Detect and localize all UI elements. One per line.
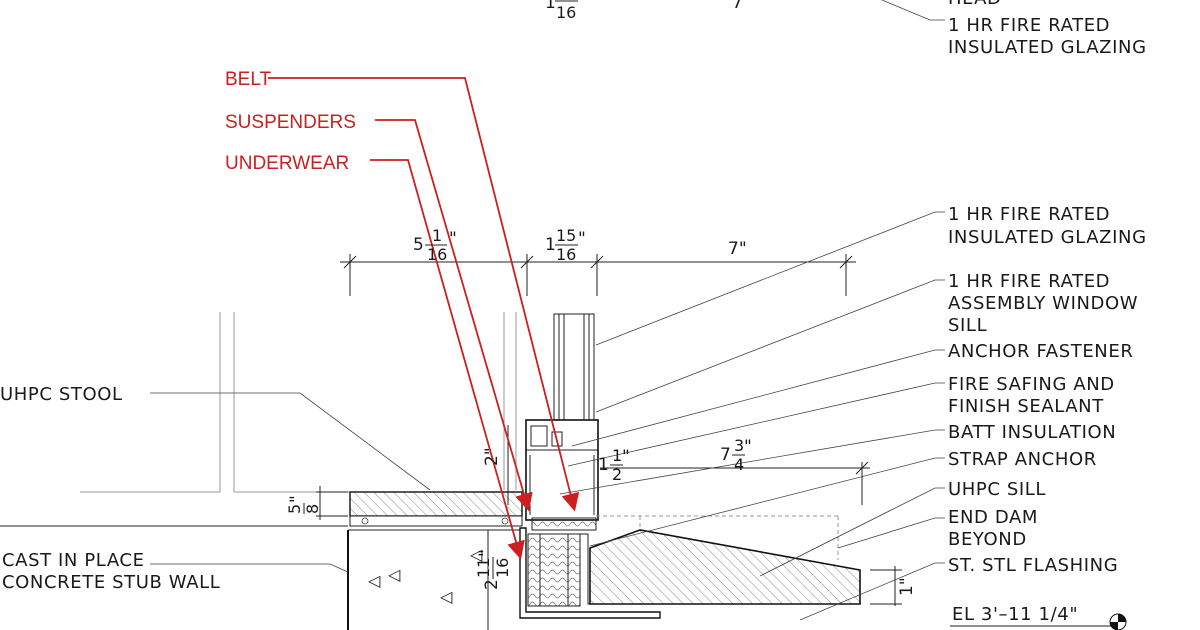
note-3-line1: 1 HR FIRE RATED	[948, 271, 1110, 292]
note-6-line1: BATT INSULATION	[948, 422, 1116, 443]
note-8-line1: UHPC SILL	[948, 479, 1046, 500]
dim-1-unit: "	[449, 229, 457, 249]
dim-1-den: 16	[427, 245, 447, 264]
note-wall-line2: CONCRETE STUB WALL	[2, 572, 220, 593]
dimension-text: 1 16 7 5 1 16 " 1 15 16 " 7" 1 1 2 " 7 3…	[285, 0, 917, 596]
note-10-line1: ST. STL FLASHING	[948, 555, 1118, 576]
note-1-line2: INSULATED GLAZING	[948, 37, 1147, 58]
note-4-line1: ANCHOR FASTENER	[948, 341, 1133, 362]
note-2-line2: INSULATED GLAZING	[948, 227, 1147, 248]
dim-7-den: 16	[493, 558, 512, 578]
dim-1-whole: 5	[413, 235, 424, 255]
label-underwear: UNDERWEAR	[225, 153, 349, 174]
label-belt: BELT	[225, 69, 272, 90]
dim-2-num: 15	[556, 226, 576, 245]
fire-safing-strip	[531, 517, 597, 531]
label-suspenders: SUSPENDERS	[225, 112, 356, 133]
window-sill-frame	[525, 419, 599, 521]
dim-4-num: 1	[612, 446, 622, 465]
svg-text:◁: ◁	[367, 571, 381, 590]
svg-text:◁: ◁	[469, 545, 483, 564]
concrete-stub-wall: ◁ ◁ ◁ ◁	[347, 529, 520, 630]
dim-8-unit: "	[287, 495, 307, 503]
background-structure	[0, 312, 517, 527]
dim-4-den: 2	[612, 465, 622, 484]
dim-5-whole: 7	[720, 445, 731, 465]
dim-5-unit: "	[744, 437, 752, 457]
dim-2-den: 16	[556, 245, 576, 264]
dim-5-num: 3	[734, 436, 744, 455]
note-head-partial: HEAD	[948, 0, 1001, 9]
note-5-line1: FIRE SAFING AND	[948, 374, 1115, 395]
dim-7-whole: 2	[482, 579, 502, 590]
note-uhpc-stool: UHPC STOOL	[0, 384, 123, 405]
dim-7-num: 11	[474, 558, 493, 578]
elevation-marker	[950, 613, 1127, 630]
note-7-line1: STRAP ANCHOR	[948, 449, 1097, 470]
dim-8-den: 8	[303, 504, 322, 514]
dim-3: 7"	[728, 239, 747, 259]
batt-insulation	[527, 533, 581, 607]
note-9-line1: END DAM	[948, 507, 1038, 528]
dimension-lines	[316, 254, 902, 630]
note-5-line2: FINISH SEALANT	[948, 396, 1104, 417]
dim-top-whole: 1	[545, 0, 556, 13]
dim-1-num: 1	[432, 226, 442, 245]
uhpc-stool-shape	[349, 491, 523, 527]
dim-8-num: 5	[285, 504, 304, 514]
dim-4-unit: "	[622, 447, 630, 467]
svg-text:◁: ◁	[439, 587, 453, 606]
dim-2-whole: 1	[545, 235, 556, 255]
leader-lines	[150, 0, 945, 621]
svg-text:◁: ◁	[387, 565, 401, 584]
note-3-line2: ASSEMBLY WINDOW	[948, 293, 1138, 314]
steel-flashing	[519, 527, 661, 619]
dim-top-den: 16	[556, 3, 576, 22]
dim-5-den: 4	[734, 455, 744, 474]
note-2-line1: 1 HR FIRE RATED	[948, 204, 1110, 225]
dim-9: 1"	[897, 577, 917, 596]
note-wall-line1: CAST IN PLACE	[2, 550, 145, 571]
dim-2-unit: "	[578, 229, 586, 249]
red-annotation-arrows	[268, 77, 580, 560]
uhpc-sill-shape	[589, 529, 861, 605]
note-3-line3: SILL	[948, 315, 987, 336]
dim-7-unit: "	[476, 549, 496, 557]
elevation-label: EL 3'–11 1/4"	[952, 604, 1078, 625]
dim-top-right: 7	[732, 0, 743, 13]
dim-6: 2"	[482, 447, 502, 466]
dim-4-whole: 1	[598, 455, 609, 475]
note-9-line2: BEYOND	[948, 529, 1027, 550]
note-1-line1: 1 HR FIRE RATED	[948, 15, 1110, 36]
